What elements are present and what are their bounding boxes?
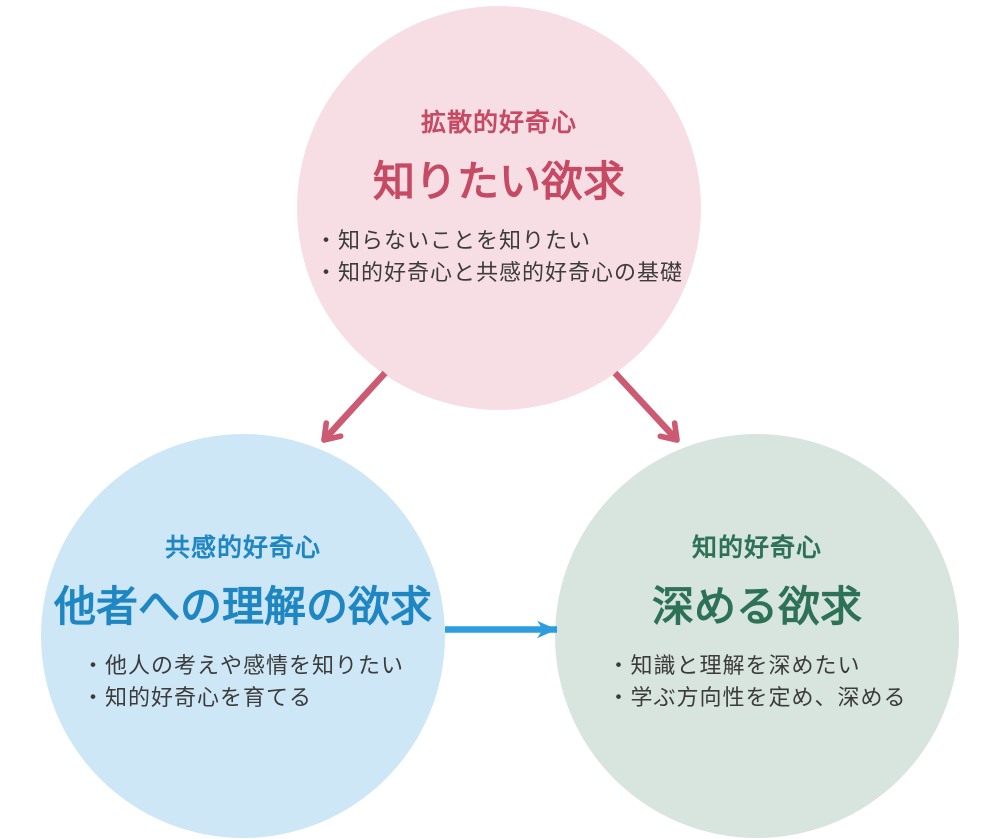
bullet-item: ・他人の考えや感情を知りたい — [81, 653, 404, 678]
diffusive-curiosity-bullets: ・知らないことを知りたい ・知的好奇心と共感的好奇心の基礎 — [297, 225, 701, 289]
empathic-curiosity-title: 他者への理解の欲求 — [53, 583, 432, 630]
diffusive-curiosity-title: 知りたい欲求 — [372, 158, 625, 205]
arrow-top-to-left — [321, 370, 388, 443]
circle-diffusive-curiosity: 拡散的好奇心 知りたい欲求 ・知らないことを知りたい ・知的好奇心と共感的好奇心… — [297, 6, 701, 410]
empathic-curiosity-label: 共感的好奇心 — [164, 534, 321, 562]
empathic-curiosity-bullets: ・他人の考えや感情を知りたい ・知的好奇心を育てる — [41, 650, 445, 714]
bullet-item: ・知的好奇心を育てる — [81, 685, 312, 710]
bullet-item: ・知的好奇心と共感的好奇心の基礎 — [314, 260, 683, 285]
intellectual-curiosity-title: 深める欲求 — [651, 583, 862, 630]
intellectual-curiosity-label: 知的好奇心 — [691, 534, 822, 562]
circle-empathic-curiosity: 共感的好奇心 他者への理解の欲求 ・他人の考えや感情を知りたい ・知的好奇心を育… — [41, 434, 445, 838]
bullet-item: ・知らないことを知りたい — [314, 228, 591, 253]
diffusive-curiosity-label: 拡散的好奇心 — [420, 109, 577, 137]
intellectual-curiosity-bullets: ・知識と理解を深めたい ・学ぶ方向性を定め、深める — [555, 650, 959, 714]
arrow-top-to-right — [612, 370, 680, 443]
circle-intellectual-curiosity: 知的好奇心 深める欲求 ・知識と理解を深めたい ・学ぶ方向性を定め、深める — [555, 434, 959, 838]
bullet-item: ・知識と理解を深めたい — [607, 653, 861, 678]
bullet-item: ・学ぶ方向性を定め、深める — [607, 685, 907, 710]
